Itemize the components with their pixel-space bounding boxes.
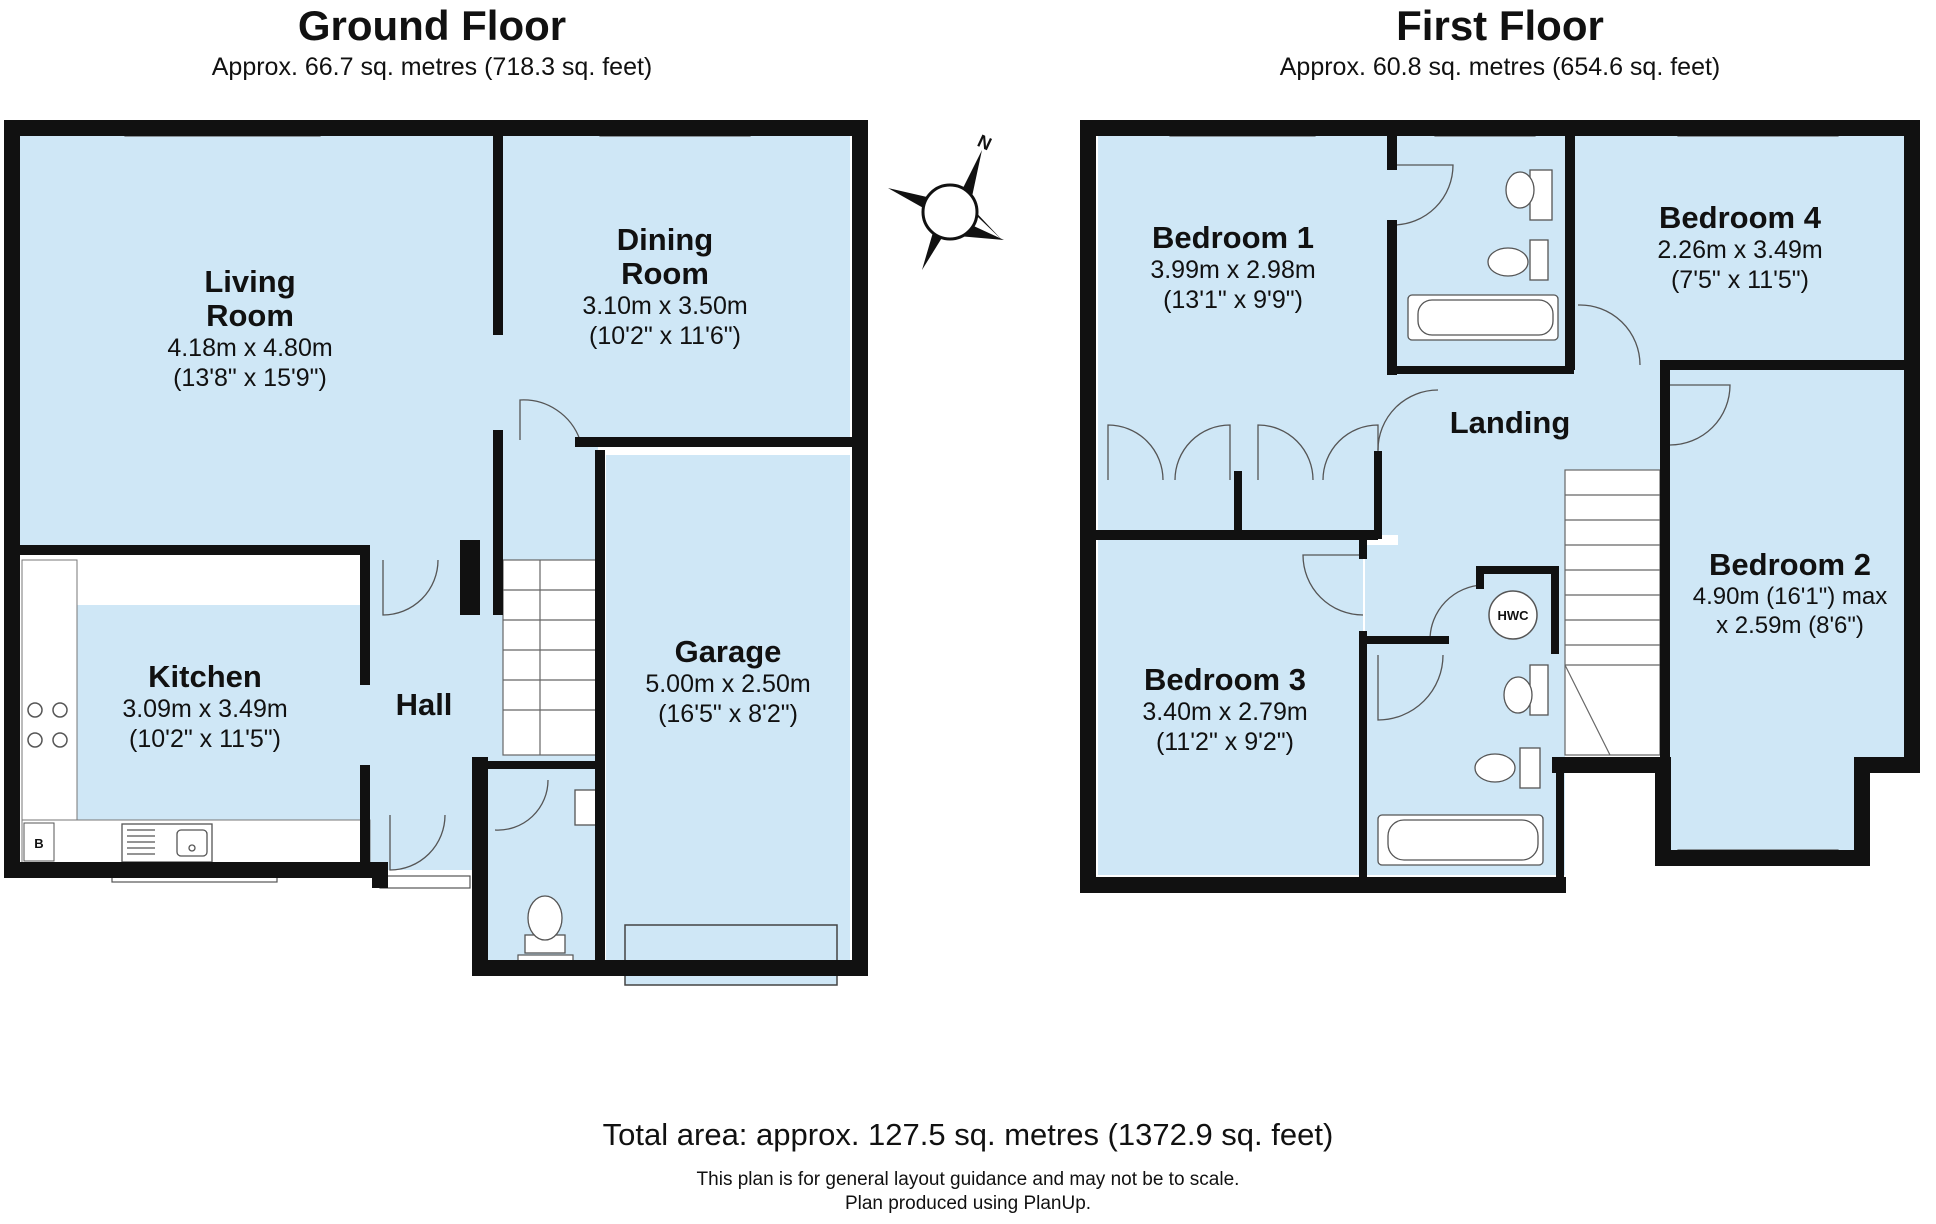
landing-name: Landing xyxy=(1450,405,1571,440)
bedroom1-dim-ft: (13'1" x 9'9") xyxy=(1163,286,1303,314)
bedroom4-dim-m: 2.26m x 3.49m xyxy=(1657,236,1822,264)
hall-name: Hall xyxy=(396,687,453,722)
disclaimer: This plan is for general layout guidance… xyxy=(696,1169,1240,1190)
bedroom2-dim-line2: x 2.59m (8'6") xyxy=(1716,612,1864,639)
bedroom1-area xyxy=(1098,135,1398,535)
boiler-box xyxy=(23,822,55,862)
hwc-label: HWC xyxy=(1497,608,1529,623)
plan-credit: Plan produced using PlanUp. xyxy=(844,1193,1092,1214)
compass-north-label: N xyxy=(974,131,994,155)
first-floor-title: First Floor xyxy=(1396,2,1604,49)
kitchen-dim-m: 3.09m x 3.49m xyxy=(122,695,287,723)
ground-stairs xyxy=(502,559,599,756)
hob-icon xyxy=(27,702,68,748)
bedroom2-name: Bedroom 2 xyxy=(1709,547,1871,582)
first-walls xyxy=(1080,120,1920,893)
bedroom4-dim-ft: (7'5" x 11'5") xyxy=(1671,266,1809,294)
boiler-label: B xyxy=(34,836,43,851)
bedroom3-dim-ft: (11'2" x 9'2") xyxy=(1156,728,1294,756)
wc-fixtures xyxy=(524,789,598,954)
ground-walls xyxy=(4,120,868,976)
bedroom3-name: Bedroom 3 xyxy=(1144,662,1306,697)
garage-dim-m: 5.00m x 2.50m xyxy=(645,670,810,698)
ground-doors xyxy=(382,399,581,871)
bedroom2-lower-area xyxy=(1670,760,1855,850)
bedroom3-dim-m: 3.40m x 2.79m xyxy=(1142,698,1307,726)
garage-area xyxy=(606,455,850,960)
living-room-area xyxy=(18,135,498,547)
living-room-name-1: Living xyxy=(204,264,295,299)
compass-icon xyxy=(888,150,1004,270)
dining-room-dim-ft: (10'2" x 11'6") xyxy=(589,322,741,350)
first-stairs xyxy=(1564,469,1661,756)
living-room-dim-m: 4.18m x 4.80m xyxy=(167,334,332,362)
total-area: Total area: approx. 127.5 sq. metres (13… xyxy=(602,1117,1334,1152)
dining-room-area xyxy=(498,135,850,440)
hwc-tank xyxy=(1488,590,1538,640)
kitchen-dim-ft: (10'2" x 11'5") xyxy=(129,725,281,753)
garage-dim-ft: (16'5" x 8'2") xyxy=(658,700,798,728)
bedroom3-area xyxy=(1098,535,1363,875)
living-room-name-2: Room xyxy=(206,298,294,333)
first-doors xyxy=(1302,164,1731,721)
wardrobes xyxy=(1107,424,1379,481)
living-room-dim-ft: (13'8" x 15'9") xyxy=(173,364,327,392)
bedroom1-name: Bedroom 1 xyxy=(1152,220,1314,255)
bedroom2-dim-line1: 4.90m (16'1") max xyxy=(1693,583,1888,610)
bedroom1-dim-m: 3.99m x 2.98m xyxy=(1150,256,1315,284)
ground-floor-title: Ground Floor xyxy=(297,2,567,49)
first-floor-area: Approx. 60.8 sq. metres (654.6 sq. feet) xyxy=(1279,53,1721,81)
ground-floor-plan: B xyxy=(4,120,868,986)
dining-room-name-1: Dining xyxy=(617,222,713,257)
ground-floor-area: Approx. 66.7 sq. metres (718.3 sq. feet) xyxy=(211,53,653,81)
dining-room-name-2: Room xyxy=(621,256,709,291)
bathroom-fixtures xyxy=(1377,169,1559,866)
first-floor-plan: HWC xyxy=(1080,120,1920,893)
kitchen-worktop-bottom xyxy=(21,819,371,866)
kitchen-area xyxy=(75,605,370,820)
dining-room-dim-m: 3.10m x 3.50m xyxy=(582,292,747,320)
kitchen-worktop xyxy=(21,559,78,866)
garage-name: Garage xyxy=(675,634,782,669)
kitchen-name: Kitchen xyxy=(148,659,262,694)
bedroom4-name: Bedroom 4 xyxy=(1659,200,1822,235)
